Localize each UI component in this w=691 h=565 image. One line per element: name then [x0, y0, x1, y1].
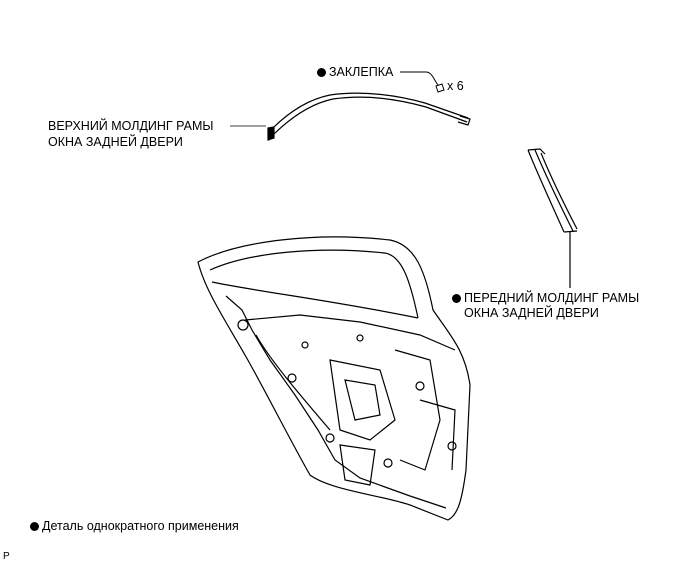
legend-note: Деталь однократного применения: [30, 518, 239, 534]
upper-molding-label-line2: ОКНА ЗАДНЕЙ ДВЕРИ: [48, 135, 183, 149]
front-window-frame-molding: [527, 148, 578, 288]
rear-door-body: [197, 236, 471, 521]
bullet-icon: [30, 522, 39, 531]
rivet-text: ЗАКЛЕПКА: [329, 65, 394, 79]
corner-code: P: [3, 551, 10, 562]
legend-note-text: Деталь однократного применения: [42, 519, 239, 533]
front-molding-label-line1: ПЕРЕДНИЙ МОЛДИНГ РАМЫ: [452, 290, 639, 306]
upper-molding-label-line1: ВЕРХНИЙ МОЛДИНГ РАМЫ: [48, 119, 214, 133]
rivet-part: [400, 71, 445, 93]
upper-window-frame-molding: [267, 92, 471, 141]
front-molding-text: ПЕРЕДНИЙ МОЛДИНГ РАМЫ: [464, 291, 640, 305]
rivet-label: ЗАКЛЕПКА: [317, 64, 393, 80]
bullet-icon: [452, 294, 461, 303]
bullet-icon: [317, 68, 326, 77]
rivet-qty-label: x 6: [447, 79, 464, 93]
front-molding-label-line2: ОКНА ЗАДНЕЙ ДВЕРИ: [464, 306, 599, 320]
